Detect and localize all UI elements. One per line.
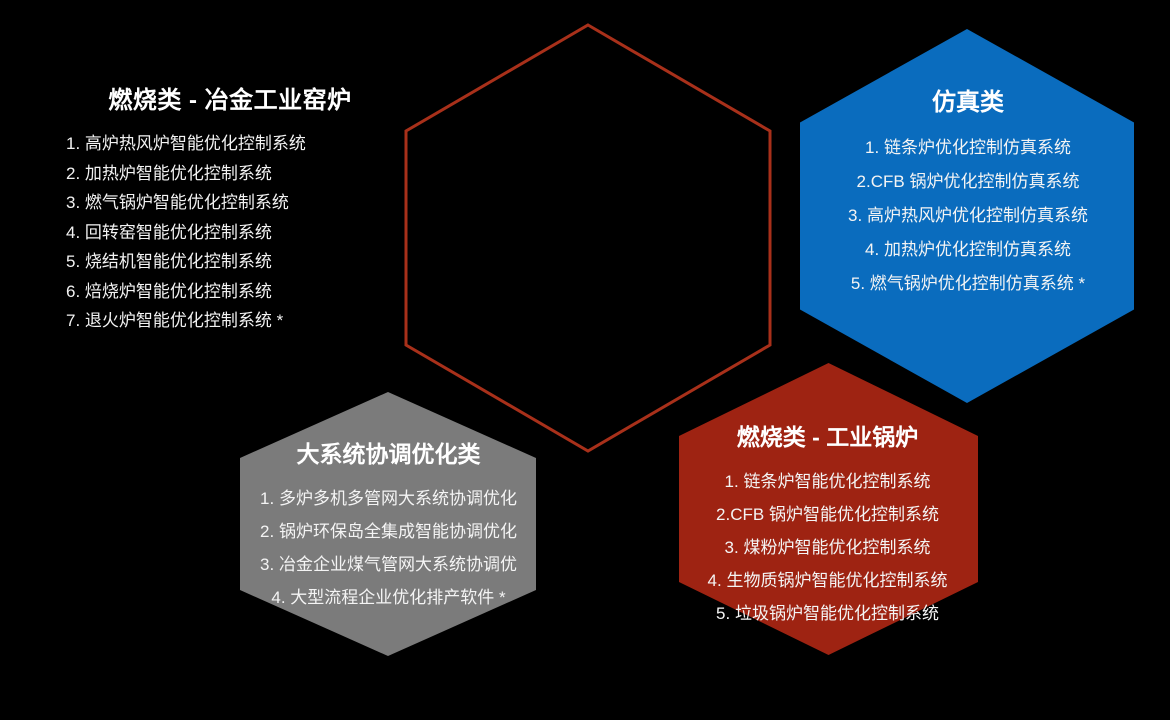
list-item: 2. 加热炉智能优化控制系统	[66, 163, 272, 183]
list-item: 7. 退火炉智能优化控制系统 *	[66, 311, 284, 330]
list-item: 1. 多炉多机多管网大系统协调优化	[260, 489, 517, 508]
list-item: 4. 大型流程企业优化排产软件 *	[271, 588, 506, 607]
panel-metallurgy-list: 1. 高炉热风炉智能优化控制系统 2. 加热炉智能优化控制系统 3. 燃气锅炉智…	[40, 129, 420, 336]
panel-system-coordination-title: 大系统协调优化类	[296, 441, 481, 467]
panel-industrial-boiler: 燃烧类 - 工业锅炉 1. 链条炉智能优化控制系统 2.CFB 锅炉智能优化控制…	[655, 418, 1000, 630]
list-item: 1. 链条炉优化控制仿真系统	[865, 138, 1071, 157]
list-item: 4. 加热炉优化控制仿真系统	[865, 240, 1071, 259]
center-hexagon-path	[404, 23, 772, 453]
list-item: 6. 焙烧炉智能优化控制系统	[66, 281, 272, 301]
panel-system-coordination: 大系统协调优化类 1. 多炉多机多管网大系统协调优化 2. 锅炉环保岛全集成智能…	[216, 435, 561, 614]
list-item: 5. 烧结机智能优化控制系统	[66, 252, 272, 271]
list-item: 3. 高炉热风炉优化控制仿真系统	[848, 206, 1088, 225]
list-item: 1. 链条炉智能优化控制系统	[724, 472, 931, 491]
center-hexagon-outline	[400, 19, 776, 457]
list-item: 4. 回转窑智能优化控制系统	[66, 222, 272, 242]
panel-metallurgy: 燃烧类 - 冶金工业窑炉 1. 高炉热风炉智能优化控制系统 2. 加热炉智能优化…	[40, 80, 420, 336]
panel-system-coordination-list: 1. 多炉多机多管网大系统协调优化 2. 锅炉环保岛全集成智能协调优化 3. 冶…	[216, 482, 561, 614]
panel-metallurgy-title: 燃烧类 - 冶金工业窑炉	[108, 87, 352, 114]
panel-industrial-boiler-list: 1. 链条炉智能优化控制系统 2.CFB 锅炉智能优化控制系统 3. 煤粉炉智能…	[655, 465, 1000, 630]
list-item: 3. 煤粉炉智能优化控制系统	[724, 538, 931, 557]
list-item: 2.CFB 锅炉优化控制仿真系统	[856, 172, 1080, 191]
list-item: 2. 锅炉环保岛全集成智能协调优化	[260, 522, 517, 541]
panel-industrial-boiler-title: 燃烧类 - 工业锅炉	[736, 424, 919, 450]
list-item: 1. 高炉热风炉智能优化控制系统	[66, 134, 306, 153]
panel-simulation-list: 1. 链条炉优化控制仿真系统 2.CFB 锅炉优化控制仿真系统 3. 高炉热风炉…	[798, 131, 1138, 301]
list-item: 3. 冶金企业煤气管网大系统协调优	[260, 555, 517, 574]
panel-simulation-title: 仿真类	[932, 89, 1004, 116]
list-item: 3. 燃气锅炉智能优化控制系统	[66, 193, 289, 212]
list-item: 5. 垃圾锅炉智能优化控制系统	[716, 604, 939, 623]
list-item: 4. 生物质锅炉智能优化控制系统	[707, 571, 948, 590]
panel-simulation: 仿真类 1. 链条炉优化控制仿真系统 2.CFB 锅炉优化控制仿真系统 3. 高…	[798, 82, 1138, 301]
list-item: 2.CFB 锅炉智能优化控制系统	[716, 505, 939, 524]
list-item: 5. 燃气锅炉优化控制仿真系统 *	[850, 274, 1086, 293]
